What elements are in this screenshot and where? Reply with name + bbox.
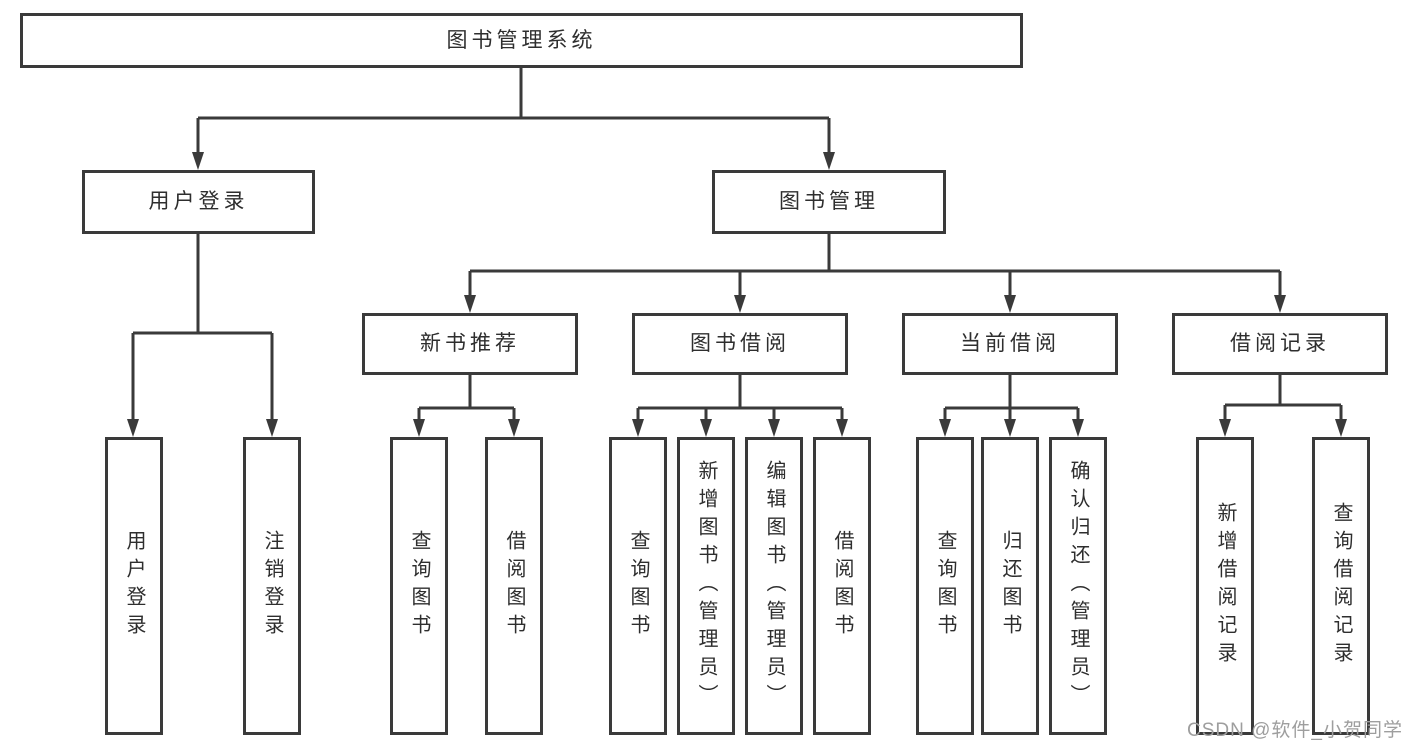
leaf-borrow-books-recommend: 借阅图书 bbox=[485, 437, 543, 735]
node-user-login: 用户登录 bbox=[82, 170, 315, 234]
arrowheads bbox=[127, 152, 1347, 437]
node-root-system: 图书管理系统 bbox=[20, 13, 1023, 68]
leaf-confirm-return-admin: 确认归还（管理员） bbox=[1049, 437, 1107, 735]
leaf-logout: 注销登录 bbox=[243, 437, 301, 735]
node-current-borrowing: 当前借阅 bbox=[902, 313, 1118, 375]
leaf-add-borrow-record: 新增借阅记录 bbox=[1196, 437, 1254, 735]
node-book-borrowing: 图书借阅 bbox=[632, 313, 848, 375]
leaf-user-login: 用户登录 bbox=[105, 437, 163, 735]
leaf-edit-books-admin: 编辑图书（管理员） bbox=[745, 437, 803, 735]
leaf-query-books-recommend: 查询图书 bbox=[390, 437, 448, 735]
node-new-book-recommend: 新书推荐 bbox=[362, 313, 578, 375]
node-borrowing-records: 借阅记录 bbox=[1172, 313, 1388, 375]
leaf-borrow-books-borrowing: 借阅图书 bbox=[813, 437, 871, 735]
leaf-query-borrow-record: 查询借阅记录 bbox=[1312, 437, 1370, 735]
node-book-management: 图书管理 bbox=[712, 170, 946, 234]
csdn-watermark: CSDN @软件_小贺同学 bbox=[1187, 720, 1403, 741]
leaf-query-books-current: 查询图书 bbox=[916, 437, 974, 735]
leaf-return-books: 归还图书 bbox=[981, 437, 1039, 735]
leaf-add-books-admin: 新增图书（管理员） bbox=[677, 437, 735, 735]
leaf-query-books-borrowing: 查询图书 bbox=[609, 437, 667, 735]
